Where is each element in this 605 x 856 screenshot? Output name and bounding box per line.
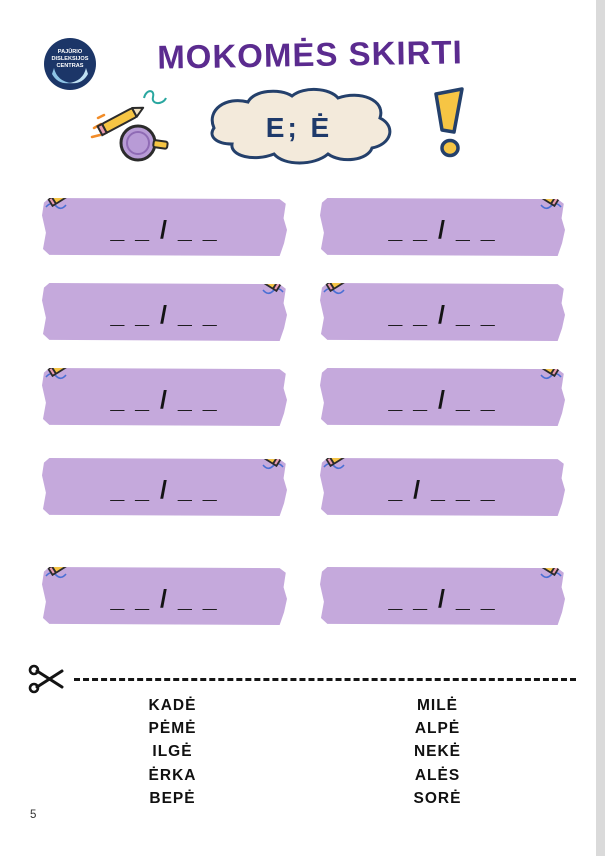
answer-pattern: _ _ / _ _ bbox=[388, 215, 497, 244]
word-item: ALPĖ bbox=[414, 720, 461, 738]
word-item: SORĖ bbox=[413, 789, 462, 807]
answer-tape-box: _ _ / _ _ bbox=[42, 458, 287, 516]
answer-tape-box: _ _ / _ _ bbox=[42, 198, 287, 256]
word-list-right: MILĖ ALPĖ NEKĖ ALĖS SORĖ bbox=[360, 694, 515, 810]
pencil-icon bbox=[45, 198, 75, 210]
page-title: MOKOMĖS SKIRTI bbox=[156, 33, 464, 76]
answer-pattern: _ _ / _ _ bbox=[110, 300, 219, 329]
logo-text-line2: DISLEKSIJOS bbox=[52, 56, 89, 62]
logo-text-line1: PAJŪRIO bbox=[58, 48, 83, 55]
exclamation-icon bbox=[434, 87, 464, 158]
pencil-icon bbox=[45, 567, 75, 579]
answer-tape-box: _ _ / _ _ bbox=[320, 283, 565, 341]
page-number: 5 bbox=[30, 809, 37, 821]
answer-pattern: _ _ / _ _ bbox=[110, 385, 219, 414]
word-item: PĖMĖ bbox=[148, 720, 197, 738]
answer-pattern: _ _ / _ _ bbox=[388, 300, 497, 329]
logo: PAJŪRIO DISLEKSIJOS CENTRAS bbox=[42, 36, 98, 92]
scissors-icon bbox=[28, 664, 64, 694]
answer-pattern: _ _ / _ _ bbox=[110, 475, 219, 504]
word-item: ĖRKA bbox=[148, 766, 197, 784]
pencil-icon bbox=[323, 458, 353, 470]
word-list-left: KADĖ PĖMĖ ILGĖ ĖRKA BEPĖ bbox=[100, 694, 245, 810]
badge-text: E; Ė bbox=[265, 112, 333, 143]
logo-text-line3: CENTRAS bbox=[56, 63, 83, 69]
answer-tape-box: _ _ / _ _ bbox=[42, 283, 287, 341]
answer-pattern: _ _ / _ _ bbox=[110, 215, 219, 244]
answer-pattern: _ _ / _ _ bbox=[110, 584, 219, 613]
answer-tape-box: _ _ / _ _ bbox=[320, 567, 565, 625]
cloud-outline-icon bbox=[210, 88, 392, 165]
answer-tape-box: _ _ / _ _ bbox=[320, 368, 565, 426]
word-item: NEKĖ bbox=[413, 743, 462, 761]
answer-pattern: _ / _ _ _ bbox=[388, 475, 497, 504]
word-item: ALĖS bbox=[414, 766, 461, 784]
answer-tape-box: _ _ / _ _ bbox=[42, 368, 287, 426]
cut-line bbox=[28, 662, 576, 696]
word-item: KADĖ bbox=[148, 697, 197, 714]
page-edge-strip bbox=[596, 0, 605, 856]
dashed-line bbox=[74, 677, 576, 681]
hands-icon bbox=[52, 68, 88, 84]
answer-tape-box: _ _ / _ _ bbox=[42, 567, 287, 625]
answer-pattern: _ _ / _ _ bbox=[388, 385, 497, 414]
pencil-icon bbox=[45, 368, 75, 380]
word-item: ILGĖ bbox=[152, 743, 193, 761]
magnifier-pencil-icon bbox=[90, 90, 169, 162]
answer-tape-box: _ _ / _ _ bbox=[320, 198, 565, 256]
word-item: BEPĖ bbox=[149, 789, 196, 807]
logo-circle-icon: PAJŪRIO DISLEKSIJOS CENTRAS bbox=[44, 38, 96, 90]
pencil-icon bbox=[323, 283, 353, 295]
answer-pattern: _ _ / _ _ bbox=[388, 584, 497, 613]
answer-tape-box: _ / _ _ _ bbox=[320, 458, 565, 516]
word-item: MILĖ bbox=[416, 697, 459, 714]
cloud-badge: E; Ė bbox=[196, 86, 402, 168]
